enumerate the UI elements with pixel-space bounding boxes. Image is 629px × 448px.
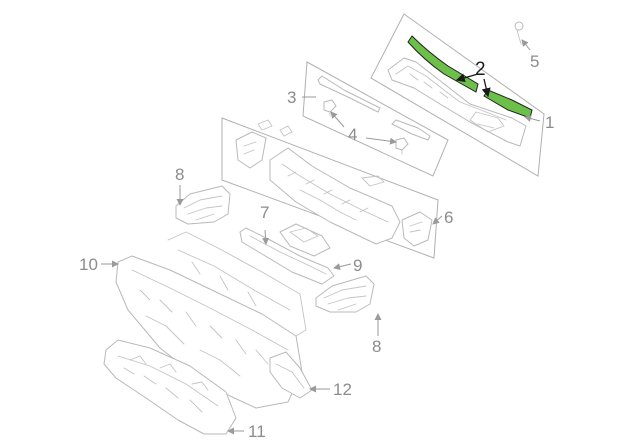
part-12-silencer xyxy=(269,351,313,399)
part-3-vent-panel xyxy=(302,61,449,177)
callout-9: 9 xyxy=(353,256,362,275)
callout-8-left: 8 xyxy=(175,165,184,184)
callout-7: 7 xyxy=(260,203,269,222)
callout-2: 2 xyxy=(475,59,486,80)
callout-4: 4 xyxy=(348,125,357,144)
callout-12: 12 xyxy=(333,380,352,399)
callout-8-right: 8 xyxy=(372,337,381,356)
part-1-cowl-panel xyxy=(370,13,545,177)
part-11-insulator xyxy=(103,339,237,435)
part-10-dash-panel xyxy=(115,231,307,409)
callout-3: 3 xyxy=(287,88,296,107)
callout-6: 6 xyxy=(444,208,453,227)
part-6-upper-cowl xyxy=(221,117,439,259)
part-8-brace-right xyxy=(315,275,375,313)
callout-5: 5 xyxy=(530,52,539,71)
part-6-frame xyxy=(221,117,439,259)
callout-10: 10 xyxy=(79,255,98,274)
leader-lines xyxy=(101,39,541,435)
part-3-frame xyxy=(302,61,449,177)
part-4-clip xyxy=(323,99,409,155)
part-9-panel xyxy=(279,223,331,257)
callout-11: 11 xyxy=(248,422,266,441)
part-1-frame xyxy=(370,13,545,177)
part-8-brace-left xyxy=(175,185,231,225)
callouts: 1 2 4 3 5 6 7 8 8 9 10 11 12 xyxy=(79,52,554,441)
callout-1: 1 xyxy=(545,113,554,132)
part-5-screw xyxy=(514,21,524,45)
